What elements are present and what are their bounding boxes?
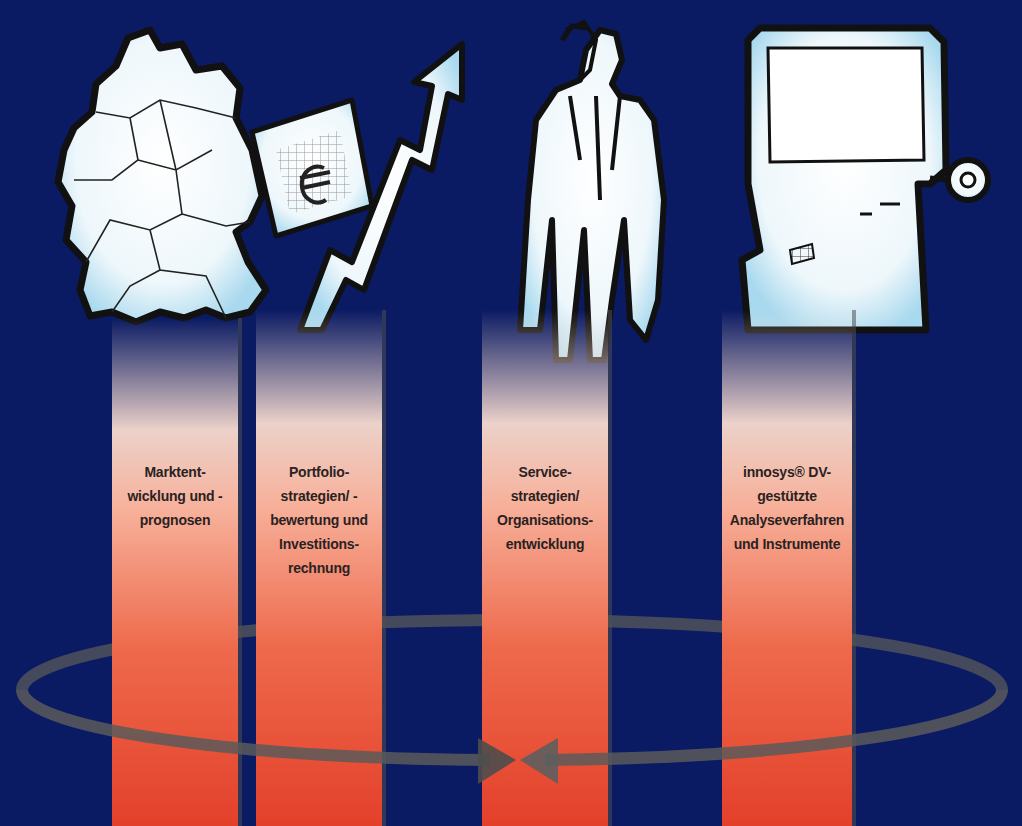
growth-chart [252, 44, 462, 330]
band-label: Portfolio- strategien/ -bewertung und In… [256, 460, 382, 580]
band-label: Service- strategien/ Organisations- entw… [482, 460, 608, 556]
category-band: Service- strategien/ Organisations- entw… [482, 310, 608, 826]
category-band: innosys® DV-gestützte Analyseverfahren u… [722, 310, 852, 826]
germany-map [58, 30, 266, 322]
band-label: Marktent- wicklung und -prognosen [112, 460, 238, 532]
category-band: Portfolio- strategien/ -bewertung und In… [256, 310, 382, 826]
computer [742, 28, 988, 330]
band-label: innosys® DV-gestützte Analyseverfahren u… [722, 460, 852, 556]
category-band: Marktent- wicklung und -prognosen [112, 318, 238, 826]
